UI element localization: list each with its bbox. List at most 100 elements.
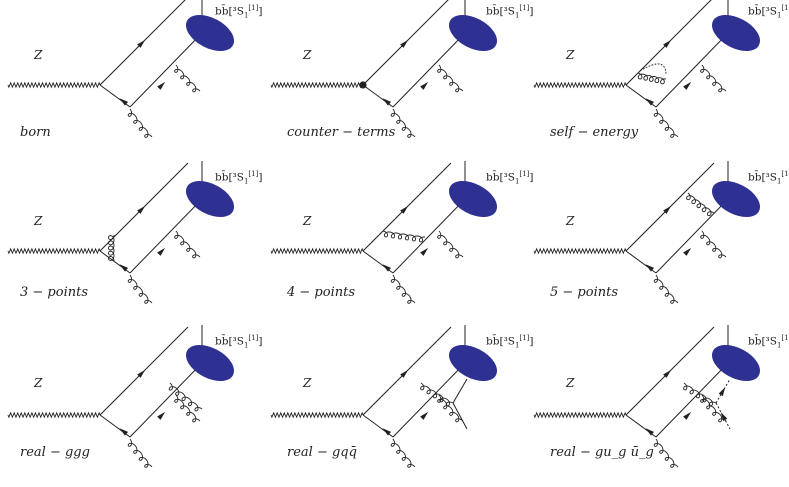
z-boson-line (533, 247, 627, 255)
z-boson-line (270, 411, 364, 419)
boson-label: Z (566, 214, 575, 228)
outgoing-gluon-lower (127, 438, 153, 468)
diagram-five-svg (533, 161, 761, 304)
outgoing-gluon-right (174, 64, 201, 93)
quark-arrow-middle (420, 411, 429, 420)
bound-state-blob (185, 180, 235, 218)
bound-state-blob (711, 180, 761, 218)
diagram-caption: self − energy (550, 125, 639, 140)
quark-arrow-upper (400, 369, 409, 378)
bound-state-blob (185, 344, 235, 382)
quark-line-middle (129, 362, 203, 438)
boson-label: Z (566, 48, 575, 62)
vertex-gluon (108, 234, 115, 262)
antiquark-arrow (645, 428, 655, 436)
diagram-4-points: Z bb̄[³S1[1]] 4 − points (263, 161, 533, 323)
outgoing-antiquark-line (452, 402, 468, 430)
outgoing-gluon-right (174, 230, 201, 259)
antiquark-arrow (382, 98, 392, 106)
z-boson-line (533, 81, 627, 89)
quark-arrow-middle (683, 247, 692, 256)
z-boson-line (533, 411, 627, 419)
quark-arrow-upper (400, 39, 409, 48)
diagram-self-svg (533, 0, 761, 138)
outgoing-gluon-right (700, 64, 727, 93)
real-gluon-emission (168, 382, 203, 412)
state-label: bb̄[³S1[1]] (215, 334, 263, 350)
bound-state-blob (448, 14, 498, 52)
bound-state-blob (711, 344, 761, 382)
diagram-caption: real − gqq̄ (287, 445, 357, 460)
boson-label: Z (566, 376, 575, 390)
state-label: bb̄[³S1[1]] (486, 170, 534, 186)
bound-state-blob (448, 180, 498, 218)
self-energy-gluon-loop (639, 63, 667, 76)
state-label: bb̄[³S1[1]] (748, 4, 789, 20)
quark-line-middle (129, 32, 203, 108)
z-boson-line (7, 81, 101, 89)
outgoing-gluon-lower (127, 108, 153, 138)
state-label: bb̄[³S1[1]] (215, 170, 263, 186)
outgoing-gluon-lower (653, 274, 679, 304)
state-label: bb̄[³S1[1]] (748, 170, 789, 186)
quark-line-middle (392, 198, 466, 274)
antiquark-arrow (645, 264, 655, 272)
antiquark-arrow (645, 98, 655, 106)
self-energy-gluon (637, 72, 667, 85)
outgoing-gluon-right (437, 64, 464, 93)
quark-arrow-middle (683, 81, 692, 90)
outgoing-quark-line (452, 378, 468, 404)
outgoing-gluon-right (174, 394, 201, 423)
z-boson-line (7, 247, 101, 255)
outgoing-gluon-lower (390, 108, 416, 138)
boson-label: Z (34, 376, 43, 390)
bound-state-blob (448, 344, 498, 382)
diagram-real-ggg: Z bb̄[³S1[1]] real − ggg (0, 325, 263, 487)
quark-line-middle (655, 362, 729, 438)
quark-arrow-upper (663, 369, 672, 378)
boson-label: Z (303, 48, 312, 62)
diagram-caption: 4 − points (287, 285, 356, 300)
diagram-gqq-svg (270, 325, 498, 468)
antighost-line-out (715, 402, 731, 430)
outgoing-gluon-lower (390, 274, 416, 304)
bound-state-blob (185, 14, 235, 52)
quark-arrow-middle (157, 247, 166, 256)
diagram-caption: real − ggg (20, 445, 90, 460)
diagram-self-energy: Z bb̄[³S1[1]] self − energy (526, 0, 789, 157)
antiquark-arrow (119, 264, 129, 272)
outgoing-gluon-lower (653, 108, 679, 138)
virtual-gluon-to-pair (420, 382, 454, 407)
diagram-three-svg (7, 161, 235, 304)
diagram-born: Z bb̄[³S1[1]] born (0, 0, 263, 157)
bound-state-blob (711, 14, 761, 52)
quark-arrow-upper (663, 205, 672, 214)
diagram-counter-terms: Z bb̄[³S1[1]] counter − terms (263, 0, 533, 157)
quark-arrow-middle (157, 411, 166, 420)
diagram-real-gug: Z bb̄[³S1[1]] real − gu_g ū_g (526, 325, 789, 487)
diagram-caption: real − gu_g ū_g (550, 445, 654, 460)
z-boson-line (270, 247, 364, 255)
state-label: bb̄[³S1[1]] (748, 334, 789, 350)
boson-label: Z (303, 376, 312, 390)
diagram-3-points: Z bb̄[³S1[1]] 3 − points (0, 161, 263, 323)
counter-term-vertex (359, 81, 367, 89)
box-gluon (382, 230, 426, 243)
antiquark-arrow (382, 428, 392, 436)
diagram-caption: 3 − points (20, 285, 89, 300)
quark-arrow-upper (137, 205, 146, 214)
quark-arrow-upper (137, 369, 146, 378)
diagram-counter-svg (270, 0, 498, 138)
outgoing-gluon-lower (390, 438, 416, 468)
outgoing-gluon-right (700, 230, 727, 259)
boson-label: Z (34, 214, 43, 228)
quark-arrow-middle (683, 411, 692, 420)
quark-arrow-middle (157, 81, 166, 90)
quark-line-middle (655, 32, 729, 108)
quark-line-middle (129, 198, 203, 274)
pentagon-gluon (686, 192, 715, 217)
quark-arrow-middle (420, 247, 429, 256)
virtual-gluon-to-ghosts (683, 382, 717, 407)
diagram-caption: 5 − points (550, 285, 619, 300)
antiquark-arrow (382, 264, 392, 272)
